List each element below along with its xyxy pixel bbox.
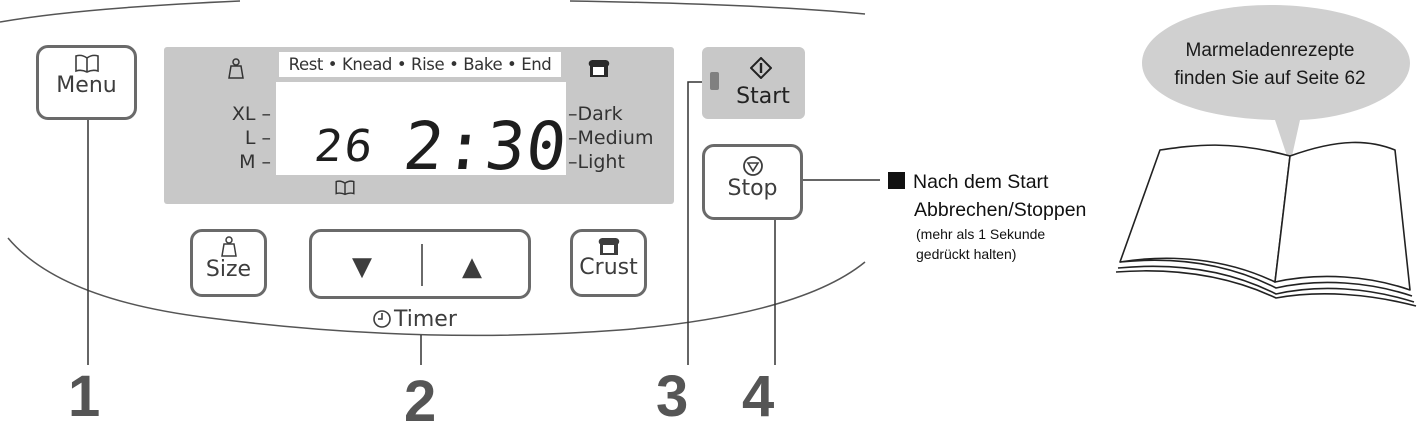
program-number-readout: 26 xyxy=(311,121,378,172)
size-button-label: Size xyxy=(205,257,252,282)
stop-button[interactable]: Stop xyxy=(702,144,803,220)
lcd-display: Rest • Knead • Rise • Bake • End XL – L … xyxy=(164,47,674,204)
menu-button[interactable]: Menu xyxy=(36,45,137,120)
weight-icon xyxy=(228,58,244,79)
timer-up-button[interactable]: ▲ xyxy=(462,252,482,282)
callout-number-1: 1 xyxy=(68,364,101,429)
crust-level-medium: –Medium xyxy=(568,127,654,149)
stop-circle-icon xyxy=(742,156,763,176)
stop-button-label: Stop xyxy=(727,176,778,201)
lcd-screen: 26 2:30 xyxy=(276,82,571,185)
start-indicator-led xyxy=(710,72,719,90)
panel-top-arc xyxy=(0,0,241,23)
timer-divider xyxy=(421,244,423,286)
menu-button-label: Menu xyxy=(56,73,117,98)
callout-number-2: 2 xyxy=(404,369,437,434)
bread-icon xyxy=(588,60,610,77)
stop-button-note: Nach dem Start Abbrechen/Stoppen (mehr a… xyxy=(888,168,1086,264)
panel-top-arc-right xyxy=(569,0,866,15)
book-icon xyxy=(335,180,355,196)
size-button[interactable]: Size xyxy=(190,229,267,297)
callout-number-3: 3 xyxy=(656,364,689,429)
recipe-hint-text: Marmeladenrezepte finden Sie auf Seite 6… xyxy=(1150,37,1390,93)
speech-bubble xyxy=(1142,5,1410,165)
timer-label-text: Timer xyxy=(394,307,457,332)
panel-bottom-arc xyxy=(7,237,866,337)
size-level-xl: XL – xyxy=(231,103,271,125)
square-bullet-icon xyxy=(888,172,905,189)
stop-note-title-line2: Abbrechen/Stoppen xyxy=(914,199,1087,221)
open-book-illustration xyxy=(1115,141,1417,307)
bread-icon xyxy=(598,238,619,255)
recipe-hint-line2: finden Sie auf Seite 62 xyxy=(1174,68,1366,89)
time-readout: 2:30 xyxy=(399,108,571,185)
start-diamond-icon xyxy=(750,57,772,79)
stop-note-detail-line2: gedrückt halten) xyxy=(916,246,1017,262)
leader-line-3 xyxy=(687,81,702,365)
start-button-label: Start xyxy=(736,84,790,109)
crust-level-light: –Light xyxy=(568,151,625,173)
program-stages-bar: Rest • Knead • Rise • Bake • End xyxy=(279,52,561,77)
crust-button[interactable]: Crust xyxy=(570,229,647,297)
size-level-l: L – xyxy=(244,127,271,149)
weight-icon xyxy=(220,236,237,257)
recipe-hint-line1: Marmeladenrezepte xyxy=(1185,40,1355,61)
timer-label: Timer xyxy=(372,307,457,332)
crust-level-dark: –Dark xyxy=(568,103,623,125)
stop-note-title-line1: Nach dem Start xyxy=(888,168,1086,196)
clock-icon xyxy=(373,310,391,328)
timer-down-button[interactable]: ▼ xyxy=(352,252,372,282)
crust-button-label: Crust xyxy=(579,255,638,280)
stop-note-detail-line1: (mehr als 1 Sekunde xyxy=(916,226,1046,242)
timer-adjust-buttons: ▼ ▲ xyxy=(309,229,531,299)
callout-number-4: 4 xyxy=(742,364,775,429)
size-level-m: M – xyxy=(239,151,271,173)
book-icon xyxy=(74,54,99,73)
start-button[interactable]: Start xyxy=(702,47,805,119)
